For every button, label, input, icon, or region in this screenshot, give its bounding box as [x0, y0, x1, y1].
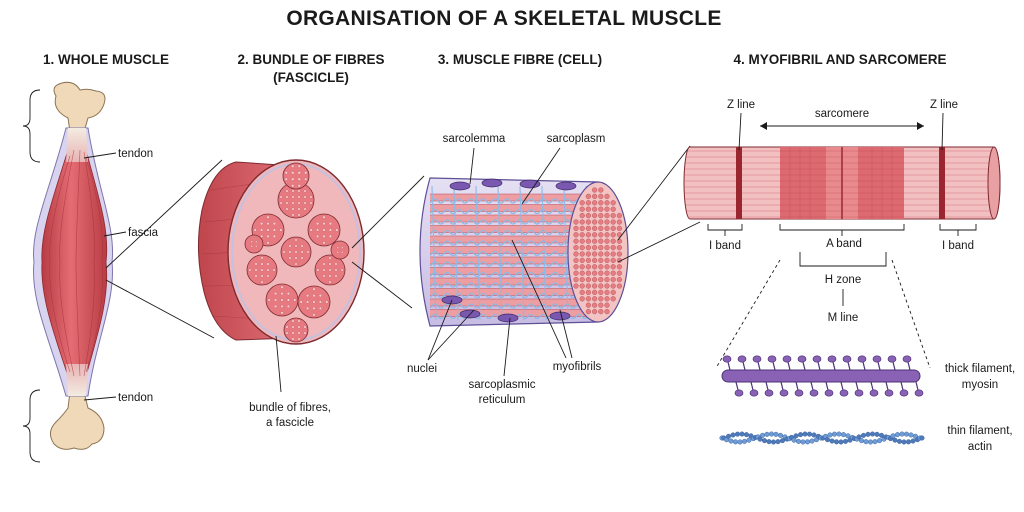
- tendon-top: [66, 128, 88, 162]
- panel-1-heading: 1. WHOLE MUSCLE: [43, 52, 169, 67]
- bracket-top: [22, 89, 41, 163]
- whole-muscle-illustration: tendon fascia tendon: [22, 81, 159, 463]
- label-bundle-line2: a fascicle: [266, 417, 314, 429]
- fascicle-illustration: bundle of fibres, a fascicle: [197, 159, 365, 429]
- label-z-line-right: Z line: [930, 99, 958, 111]
- thick-filament-myosin: [721, 355, 924, 397]
- fascicle-fibre-groups: [244, 162, 350, 343]
- bracket-a-band: [779, 224, 905, 236]
- bracket-bottom: [22, 389, 41, 463]
- label-sarcoplasm: sarcoplasm: [547, 133, 606, 145]
- label-m-line: M line: [828, 312, 859, 324]
- panel-3-heading: 3. MUSCLE FIBRE (CELL): [438, 52, 602, 67]
- bracket-i-band-left: [707, 224, 743, 236]
- label-myofibrils: myofibrils: [553, 361, 602, 373]
- thin-filament-actin: [719, 431, 925, 445]
- label-a-band: A band: [826, 238, 862, 250]
- label-sarcoplasmic-line1: sarcoplasmic: [468, 379, 535, 391]
- muscle-striations: [49, 149, 103, 377]
- label-tendon-top: tendon: [118, 148, 153, 160]
- bracket-i-band-right: [939, 224, 977, 236]
- panel-4-heading: 4. MYOFIBRIL AND SARCOMERE: [733, 52, 946, 67]
- label-h-zone: H zone: [825, 274, 861, 286]
- label-tendon-bottom: tendon: [118, 392, 153, 404]
- tendon-bottom: [66, 364, 88, 396]
- fibre-end-myofibrils: [573, 187, 622, 315]
- label-thick-filament-line1: thick filament,: [945, 363, 1015, 375]
- panel-2-heading: 2. BUNDLE OF FIBRES: [237, 52, 384, 67]
- label-bundle-line1: bundle of fibres,: [249, 402, 331, 414]
- page-title: ORGANISATION OF A SKELETAL MUSCLE: [286, 7, 721, 30]
- label-z-line-left: Z line: [727, 99, 755, 111]
- label-i-band-right: I band: [942, 240, 974, 252]
- label-sarcoplasmic-line2: reticulum: [479, 394, 526, 406]
- bone-bottom: [50, 391, 105, 450]
- label-i-band-left: I band: [709, 240, 741, 252]
- label-sarcomere: sarcomere: [815, 108, 869, 120]
- label-thin-filament-line2: actin: [968, 441, 992, 453]
- sarcoplasmic-reticulum-net: [430, 185, 596, 321]
- bracket-h-zone: [799, 252, 887, 267]
- myofibril-illustration: Z line Z line sarcomere I band A band I …: [683, 99, 1015, 453]
- z-line-right-mark: [939, 147, 945, 219]
- bone-top: [53, 81, 106, 133]
- label-nuclei: nuclei: [407, 363, 437, 375]
- label-thin-filament-line1: thin filament,: [947, 425, 1012, 437]
- z-line-left-mark: [736, 147, 742, 219]
- nuclei-group: [441, 178, 577, 323]
- muscle-fibre-illustration: sarcolemma sarcoplasm nuclei sarcoplasmi…: [407, 133, 629, 406]
- label-thick-filament-line2: myosin: [962, 379, 998, 391]
- panel-2-heading-sub: (FASCICLE): [273, 70, 349, 85]
- label-sarcolemma: sarcolemma: [443, 133, 506, 145]
